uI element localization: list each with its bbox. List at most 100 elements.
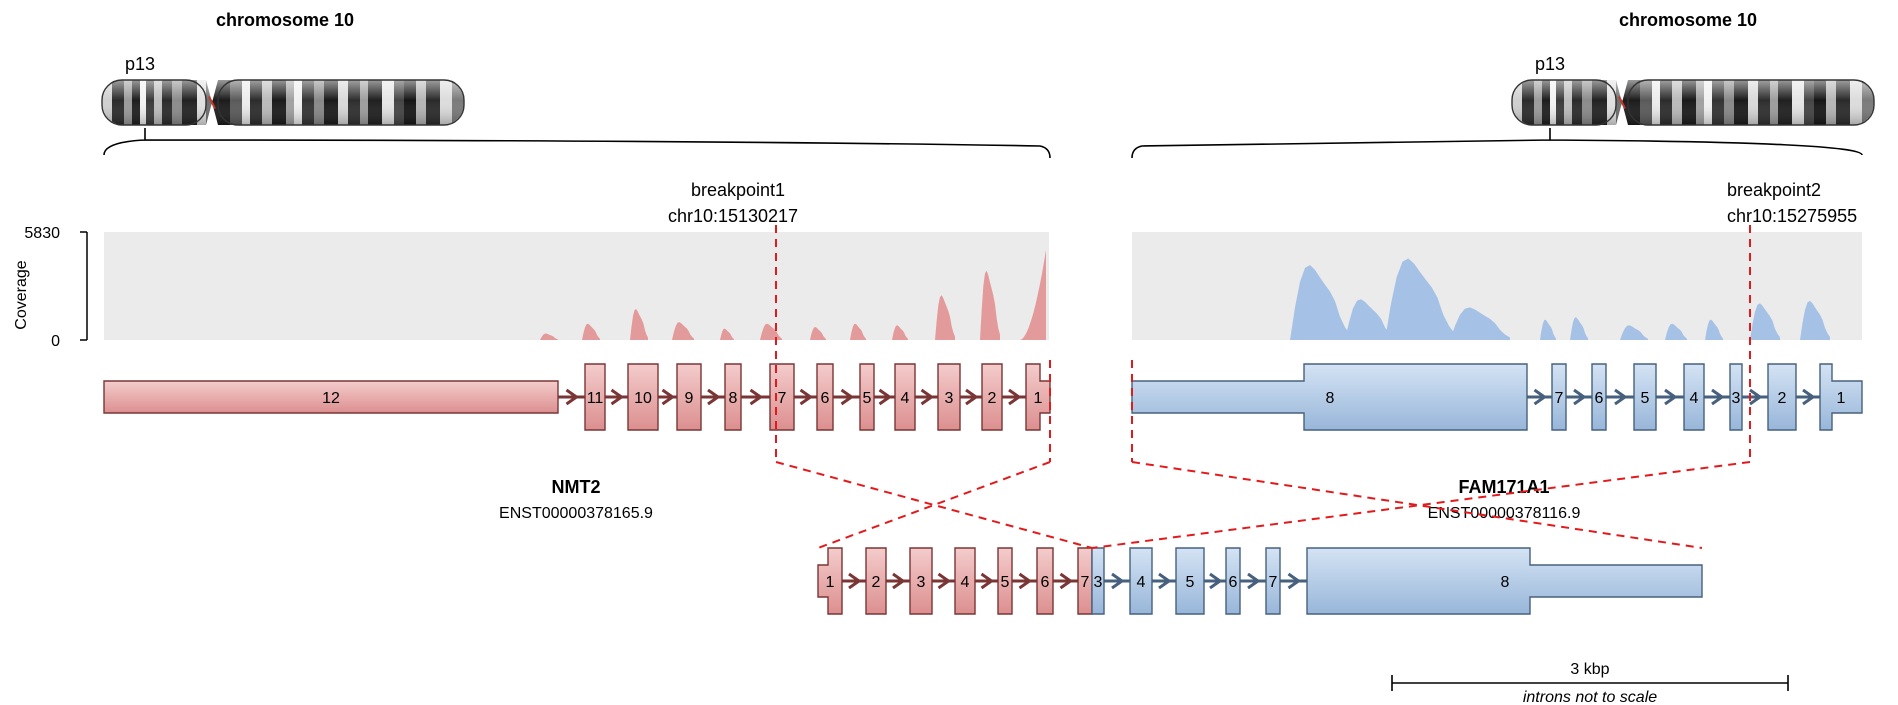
nmt2-exon-label: 5: [863, 390, 872, 407]
fam171a1-intron-arrow: [1614, 388, 1628, 406]
breakpoint-lines: [775, 225, 1751, 549]
nmt2-exon-label: 7: [778, 390, 787, 407]
nmt2-exon: [816, 363, 834, 431]
fusion-exon: [865, 547, 887, 615]
fusion-exon: [1129, 547, 1153, 615]
nmt2-intron-arrow: [749, 388, 764, 406]
nmt2-intron-arrow: [878, 388, 893, 406]
fusion-exon-label: 2: [872, 574, 881, 591]
nmt2-intron-arrow: [920, 388, 935, 406]
fusion-intron-arrow: [1247, 572, 1261, 590]
gene1-transcript-id: ENST00000378165.9: [499, 505, 653, 522]
nmt2-exon: [981, 363, 1003, 431]
left-chromosome-ideogram: [101, 79, 465, 126]
right-coverage-track: [1132, 232, 1862, 340]
nmt2-exon: [894, 363, 916, 431]
right-ideogram-q-arm-outline: [1627, 79, 1875, 126]
left-coverage-peak: [892, 325, 908, 340]
fusion-exon: [817, 547, 843, 615]
left-ideogram-p-arm-outline: [101, 79, 207, 126]
fam171a1-exon: [1819, 363, 1863, 431]
left-coverage-peak: [810, 327, 826, 340]
fusion-exon-label: 6: [1229, 574, 1238, 591]
fusion-exon-label: 4: [961, 574, 970, 591]
coverage-min-label: 0: [51, 333, 60, 350]
nmt2-exon: [627, 363, 659, 431]
right-zoom-bracket: [1131, 128, 1863, 159]
fusion-exon-label: 5: [1186, 574, 1195, 591]
fusion-exon: [909, 547, 933, 615]
nmt2-intron-arrow: [610, 388, 625, 406]
fusion-exon-label: 7: [1081, 574, 1090, 591]
nmt2-exon: [724, 363, 742, 431]
fusion-exon-label: 1: [826, 574, 835, 591]
fam171a1-exon-label: 3: [1732, 390, 1741, 407]
fusion-exon: [1306, 547, 1703, 615]
nmt2-intron-arrow: [1008, 388, 1022, 406]
nmt2-exon-label: 8: [729, 390, 738, 407]
nmt2-intron-arrow: [840, 388, 855, 406]
right-ideogram-centromere: [1616, 80, 1628, 125]
nmt2-exon-label: 2: [988, 390, 997, 407]
nmt2-intron-arrow: [707, 388, 721, 406]
left-coverage-peak: [720, 328, 734, 340]
left-coverage-peak: [980, 270, 1000, 340]
fam171a1-intron-arrow: [1533, 388, 1548, 406]
right-coverage-peak: [1540, 319, 1556, 340]
right-chromosome-ideogram: [1511, 79, 1875, 126]
breakpoint-dashed-line: [1091, 461, 1751, 549]
nmt2-exon-label: 10: [634, 390, 652, 407]
scale-bar-label: 3 kbp: [1570, 661, 1609, 678]
breakpoint-dashed-line: [775, 461, 1093, 549]
right-coverage-peak: [1665, 323, 1687, 340]
fam171a1-exon: [1551, 363, 1567, 431]
gene2-name: FAM171A1: [1458, 477, 1549, 497]
fusion-exon: [954, 547, 976, 615]
right-ideogram-shading: [1512, 80, 1874, 125]
left-coverage-track: [104, 232, 1049, 340]
right-band-label: p13: [1535, 54, 1565, 74]
right-coverage-peak: [1570, 317, 1588, 340]
right-coverage-peak: [1705, 319, 1723, 340]
nmt2-exon: [103, 380, 559, 414]
right-chromosome-title: chromosome 10: [1619, 10, 1757, 30]
fam171a1-exon: [1131, 363, 1528, 431]
breakpoint-dashed-line: [1131, 461, 1703, 549]
fam171a1-exon: [1683, 363, 1705, 431]
fusion-exon: [1036, 547, 1054, 615]
fusion-exon-label: 4: [1137, 574, 1146, 591]
nmt2-exon: [937, 363, 961, 431]
fusion-exon-label: 5: [1001, 574, 1010, 591]
breakpoint2-label: breakpoint2: [1727, 180, 1821, 200]
left-chromosome-title: chromosome 10: [216, 10, 354, 30]
left-coverage-peak: [630, 309, 648, 340]
nmt2-intron-arrow: [799, 388, 814, 406]
right-coverage-peak: [1385, 258, 1455, 340]
nmt2-intron-arrow: [965, 388, 979, 406]
fusion-intron-arrow: [1018, 572, 1033, 590]
left-coverage-profile: [540, 250, 1046, 340]
fam171a1-intron-arrow: [1802, 388, 1816, 406]
breakpoint1-label: breakpoint1: [691, 180, 785, 200]
fusion-intron-arrow: [848, 572, 862, 590]
fusion-exon: [1175, 547, 1205, 615]
breakpoint1-position: chr10:15130217: [668, 206, 798, 226]
fusion-intron-arrow: [1287, 572, 1302, 590]
left-coverage-peak: [935, 295, 955, 340]
fam171a1-exon-label: 7: [1555, 390, 1564, 407]
nmt2-exon-label: 3: [945, 390, 954, 407]
right-coverage-peak: [1750, 303, 1780, 340]
nmt2-intron-arrow: [565, 388, 580, 406]
left-coverage-peak: [672, 322, 694, 340]
fam171a1-exon-label: 5: [1641, 390, 1650, 407]
right-coverage-profile: [1290, 258, 1830, 340]
fusion-exon: [1225, 547, 1241, 615]
left-zoom-bracket: [103, 128, 1051, 159]
fusion-intron-arrow: [937, 572, 952, 590]
fam171a1-intron-arrow: [1711, 388, 1725, 406]
nmt2-exon-label: 9: [685, 390, 694, 407]
coverage-max-label: 5830: [24, 225, 60, 242]
